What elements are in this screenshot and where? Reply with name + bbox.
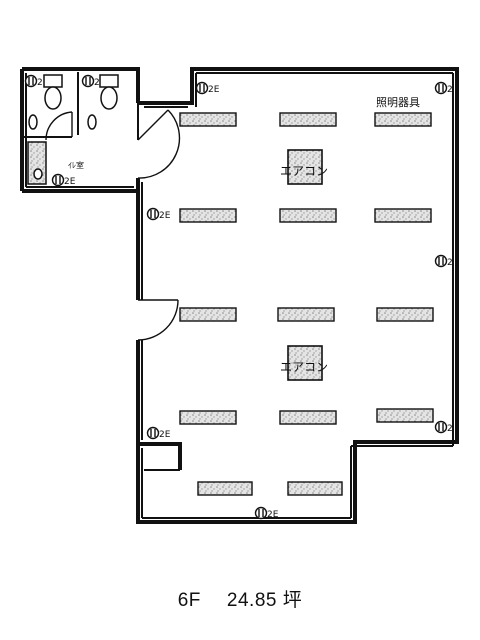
urinal-1 xyxy=(28,114,38,130)
floor-caption: 6F 24.85 坪 xyxy=(0,585,480,612)
outlet-label: 2E xyxy=(208,85,220,95)
doors xyxy=(45,109,181,341)
outlet-label: 2 xyxy=(447,85,453,95)
outlets xyxy=(24,74,448,520)
aircon-units xyxy=(287,149,323,381)
outlet-label: 2E xyxy=(159,211,171,221)
toilet-fixtures xyxy=(27,74,119,185)
light-fixture xyxy=(374,112,432,127)
inner-walls xyxy=(24,72,454,519)
light-fixture xyxy=(376,307,434,322)
light-fixture xyxy=(277,307,335,322)
outlet-icon xyxy=(81,74,95,88)
outlet-icon xyxy=(434,254,448,268)
outlet-icon xyxy=(146,207,160,221)
outlet-icon xyxy=(434,81,448,95)
light-fixture xyxy=(279,410,337,425)
light-fixture xyxy=(179,112,237,127)
light-fixture xyxy=(376,408,434,423)
toilet-room-label: ｲﾚ室 xyxy=(68,160,84,170)
toilet-bowl-2 xyxy=(100,86,118,110)
lighting-fixtures-label: 照明器具 xyxy=(376,96,420,109)
aircon-unit-1 xyxy=(287,149,323,185)
outlet-label: 2E xyxy=(267,510,279,520)
outlet-label: 2 xyxy=(37,78,43,88)
outlet-icon xyxy=(254,506,268,520)
urinal-2 xyxy=(87,114,97,130)
light-fixture xyxy=(179,208,237,223)
outlet-icon xyxy=(195,81,209,95)
toilet-tank-2 xyxy=(99,74,119,88)
light-fixture xyxy=(279,112,337,127)
floor-area: 24.85 坪 xyxy=(226,590,303,611)
light-fixture xyxy=(287,481,343,496)
toilet-tank-1 xyxy=(43,74,63,88)
floor-plan: 2 2 2E 2E 2 2E 2 2E 2 2E 照明器具 エアコン エアコン … xyxy=(20,67,459,524)
light-fixture xyxy=(197,481,253,496)
aircon-unit-2 xyxy=(287,345,323,381)
outlet-icon xyxy=(51,173,65,187)
light-fixture xyxy=(374,208,432,223)
light-fixture xyxy=(279,208,337,223)
outlet-label: 2 xyxy=(447,424,453,434)
floor-number: 6F xyxy=(177,590,201,611)
outlet-label: 2E xyxy=(159,430,171,440)
outlet-label: 2 xyxy=(94,78,100,88)
outlet-icon xyxy=(24,74,38,88)
aircon-label-2: エアコン xyxy=(280,360,328,374)
light-fixture xyxy=(179,410,237,425)
sink-basin xyxy=(33,168,43,180)
aircon-label-1: エアコン xyxy=(280,164,328,178)
outlet-label: 2E xyxy=(64,177,76,187)
light-fixtures xyxy=(179,112,434,496)
outer-walls xyxy=(20,67,459,524)
outlet-label: 2 xyxy=(447,258,453,268)
toilet-bowl-1 xyxy=(44,86,62,110)
outlet-icon xyxy=(146,426,160,440)
outlet-labels: 2 2 2E 2E 2 2E 2 2E 2 2E xyxy=(37,78,453,520)
outlet-icon xyxy=(434,420,448,434)
light-fixture xyxy=(179,307,237,322)
